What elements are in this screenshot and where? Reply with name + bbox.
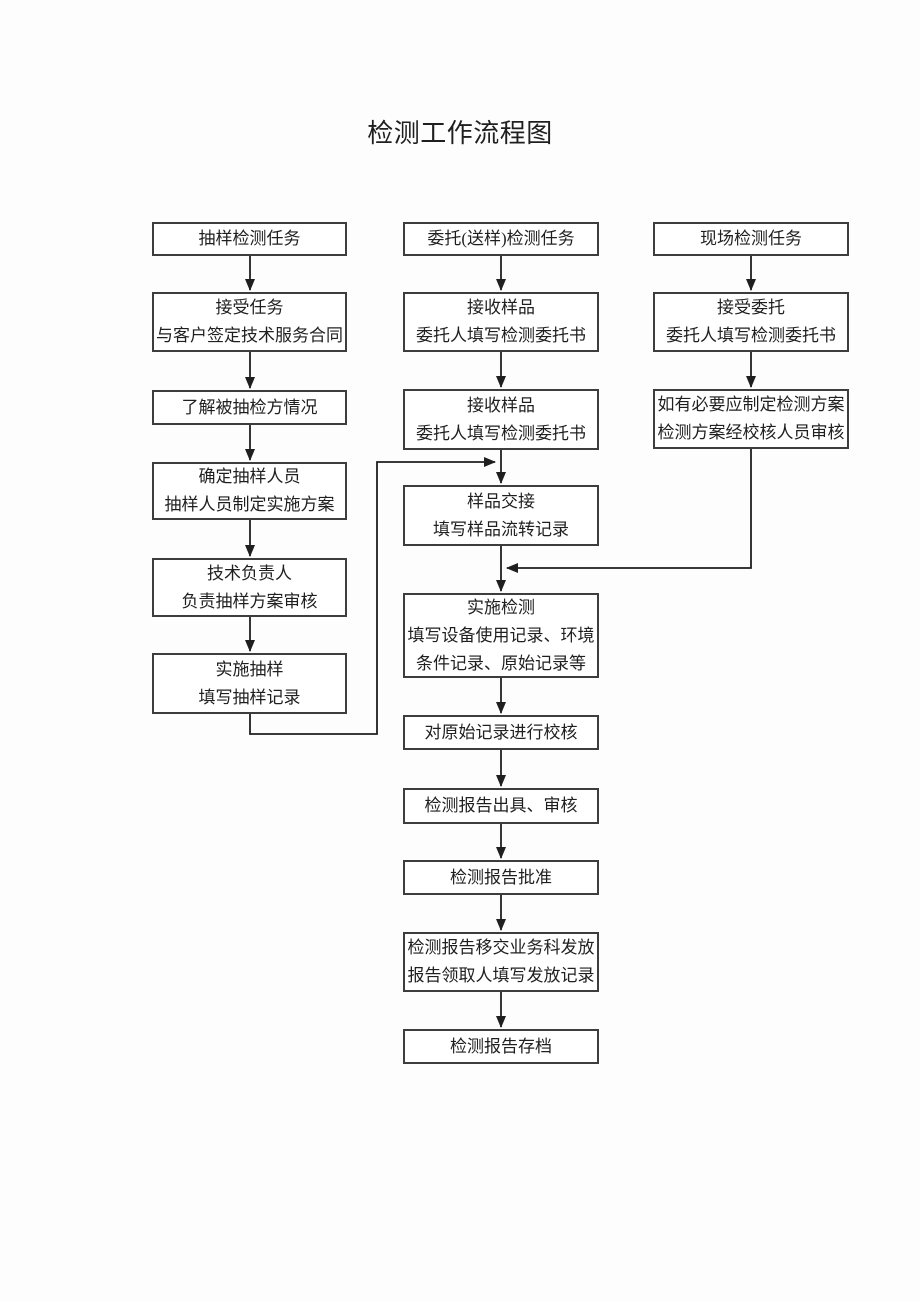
box-line: 技术负责人 [207,563,292,583]
flow-box-sampling-task: 抽样检测任务 [152,222,347,256]
page-title: 检测工作流程图 [367,119,553,148]
flow-box-testing-plan: 如有必要应制定检测方案 检测方案经校核人员审核 [653,389,849,449]
flow-box-verify-original-records: 对原始记录进行校核 [403,715,599,750]
flow-box-determine-sampling-personnel: 确定抽样人员 抽样人员制定实施方案 [152,462,347,520]
flow-box-report-approval: 检测报告批准 [403,860,599,895]
flow-box-technical-director-review: 技术负责人 负责抽样方案审核 [152,558,347,617]
box-line: 报告领取人填写发放记录 [407,966,595,985]
box-line: 填写设备使用记录、环境 [407,625,595,645]
flow-box-implement-sampling: 实施抽样 填写抽样记录 [152,653,347,714]
box-line: 检测报告存档 [450,1036,552,1056]
box-line: 负责抽样方案审核 [181,591,318,611]
box-line: 了解被抽检方情况 [181,397,318,417]
flow-box-onsite-task: 现场检测任务 [653,222,849,256]
box-line: 抽样人员制定实施方案 [164,495,335,514]
box-line: 条件记录、原始记录等 [416,653,586,673]
flow-box-understand-sampled-party: 了解被抽检方情况 [152,390,347,425]
flow-box-report-archive: 检测报告存档 [403,1029,599,1064]
box-line: 与客户签定技术服务合同 [156,326,343,345]
box-line: 样品交接 [467,491,535,511]
box-line: 如有必要应制定检测方案 [657,395,845,414]
box-line: 实施检测 [467,597,535,617]
box-line: 对原始记录进行校核 [424,722,578,742]
box-line: 实施抽样 [215,659,284,679]
box-line: 接收样品 [467,395,535,415]
box-line: 现场检测任务 [700,229,802,248]
flow-box-report-issue-review: 检测报告出具、审核 [403,788,599,824]
flow-box-sample-handover: 样品交接 填写样品流转记录 [403,485,599,546]
box-line: 委托人填写检测委托书 [416,423,586,443]
box-line: 委托人填写检测委托书 [666,326,836,345]
box-line: 确定抽样人员 [198,467,301,486]
box-line: 填写抽样记录 [198,687,301,707]
flow-box-receive-samples-1: 接收样品 委托人填写检测委托书 [403,292,599,352]
flow-box-implement-testing: 实施检测 填写设备使用记录、环境 条件记录、原始记录等 [403,593,599,678]
box-line: 检测报告移交业务科发放 [407,938,595,957]
box-line: 检测方案经校核人员审核 [657,423,845,442]
flow-box-report-transfer: 检测报告移交业务科发放 报告领取人填写发放记录 [403,932,599,992]
flow-box-receive-samples-2: 接收样品 委托人填写检测委托书 [403,389,599,450]
box-line: 接收样品 [467,298,535,317]
flow-box-entrust-task: 委托(送样)检测任务 [403,222,599,256]
box-line: 填写样品流转记录 [433,519,569,539]
box-line: 接受委托 [717,298,785,317]
box-line: 抽样检测任务 [198,229,301,248]
flow-box-accept-task: 接受任务 与客户签定技术服务合同 [152,292,347,352]
box-line: 委托(送样)检测任务 [427,229,575,248]
box-line: 委托人填写检测委托书 [416,326,586,345]
box-line: 检测报告出具、审核 [424,796,578,815]
box-line: 接受任务 [215,298,284,317]
box-line: 检测报告批准 [450,867,552,887]
flow-box-accept-entrustment: 接受委托 委托人填写检测委托书 [653,292,849,352]
